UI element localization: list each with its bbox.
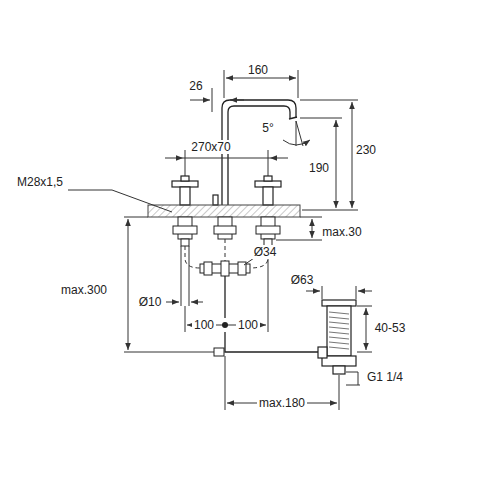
thread-label: G1 1/4 bbox=[365, 370, 405, 384]
thread-label: M28x1,5 bbox=[15, 175, 65, 189]
dimension-length: max.300 bbox=[59, 283, 109, 297]
dimension-spacing: 270x70 bbox=[189, 140, 232, 154]
diameter-label: Ø10 bbox=[137, 295, 164, 309]
dimension-26: 26 bbox=[187, 79, 204, 93]
diameter-label: Ø63 bbox=[289, 273, 316, 287]
dimension-offset: 100 bbox=[192, 318, 216, 332]
diameter-label: Ø34 bbox=[252, 245, 279, 259]
dimension-160: 160 bbox=[246, 63, 270, 77]
dimension-length: max.180 bbox=[257, 396, 307, 410]
dimension-offset: 100 bbox=[236, 318, 260, 332]
dimension-range: 40-53 bbox=[373, 321, 408, 335]
angle-label: 5° bbox=[260, 121, 275, 135]
dimension-depth: max.30 bbox=[320, 225, 363, 239]
dimension-height: 190 bbox=[307, 161, 331, 175]
dimension-height: 230 bbox=[354, 143, 378, 157]
